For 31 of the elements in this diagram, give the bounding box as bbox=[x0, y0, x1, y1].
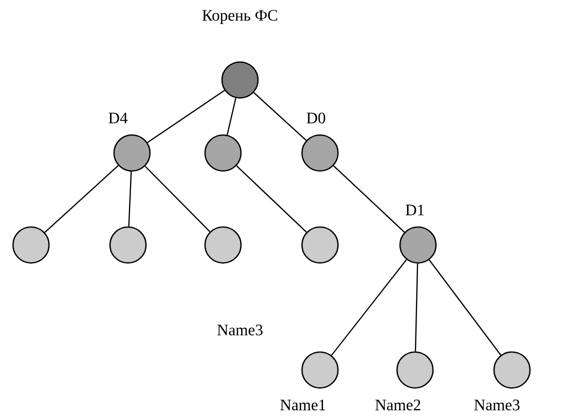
connector-line bbox=[236, 165, 307, 233]
tree-node bbox=[301, 351, 339, 389]
connector-line bbox=[44, 165, 119, 233]
connector-line bbox=[428, 260, 502, 356]
connector-line bbox=[253, 92, 307, 141]
tree-node bbox=[399, 226, 437, 264]
tree-node bbox=[12, 226, 50, 264]
node-label: D1 bbox=[406, 204, 424, 216]
node-label: Name3 bbox=[474, 400, 520, 410]
node-label: D0 bbox=[306, 112, 326, 124]
tree-node bbox=[493, 351, 531, 389]
tree-node bbox=[221, 61, 259, 99]
node-label: Корень ФС bbox=[202, 10, 278, 24]
connector-line bbox=[147, 90, 225, 144]
connector-line bbox=[414, 264, 418, 352]
tree-node bbox=[301, 134, 339, 172]
tree-node bbox=[396, 351, 434, 389]
tree-node bbox=[301, 226, 339, 264]
tree-node bbox=[109, 226, 147, 264]
node-label: D4 bbox=[108, 112, 128, 124]
connector-line bbox=[226, 98, 236, 135]
connector-line bbox=[331, 259, 407, 356]
tree-node bbox=[204, 134, 242, 172]
connector-line bbox=[144, 166, 210, 232]
connector-line bbox=[128, 172, 132, 226]
node-label: Name1 bbox=[280, 400, 326, 410]
text-label: Name3 bbox=[217, 324, 262, 336]
tree-node bbox=[204, 226, 242, 264]
tree-node bbox=[113, 134, 151, 172]
node-label: Name2 bbox=[375, 400, 420, 410]
connector-line bbox=[333, 165, 405, 233]
